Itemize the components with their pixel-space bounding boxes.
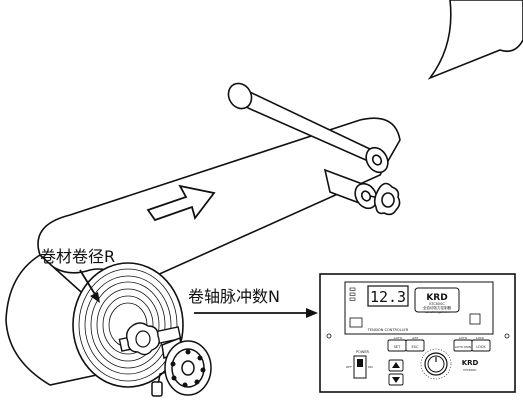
bottom-model: KTC800C — [463, 368, 476, 372]
svg-text:ESC: ESC — [412, 345, 419, 349]
encoder — [151, 336, 212, 397]
label-roll-radius: 卷材卷径R — [40, 247, 115, 266]
svg-text:A/M: A/M — [412, 336, 418, 340]
down-button[interactable] — [388, 373, 404, 386]
brand-logo: KRD — [426, 293, 447, 303]
svg-text:AUTO: AUTO — [394, 336, 403, 340]
digital-display — [367, 285, 409, 307]
winding-roll — [72, 262, 184, 388]
arrowhead-roll-radius — [90, 292, 100, 303]
guide-rollers — [227, 82, 401, 216]
brand-name-cn: 全自动张力控制器 — [423, 305, 451, 310]
key-auto-man[interactable]: AUTO AUTO MAN — [453, 336, 473, 352]
svg-text:POWER: POWER — [356, 350, 370, 354]
svg-text:AUTO: AUTO — [459, 336, 468, 340]
svg-text:LOCK: LOCK — [476, 345, 486, 349]
adjustment-knob[interactable] — [420, 348, 452, 380]
svg-text:ON: ON — [368, 365, 373, 369]
svg-text:OFF: OFF — [346, 365, 352, 369]
up-button[interactable] — [388, 359, 404, 372]
label-shaft-pulses: 卷轴脉冲数N — [188, 287, 280, 306]
brand-box — [414, 287, 460, 313]
status-leds — [349, 287, 356, 301]
key-set[interactable]: AUTO SET — [387, 336, 407, 352]
svg-text:AUTO MAN: AUTO MAN — [455, 345, 471, 349]
tension-controller: 12.3 KRD KTC800C 全自动张力控制器 www.kongzi.com… — [319, 273, 516, 393]
arrowhead-shaft-pulses — [306, 308, 318, 318]
arrow-roll-radius — [79, 269, 97, 297]
brand-url: www.kongzi.com — [424, 310, 449, 314]
svg-text:LOCK: LOCK — [476, 336, 485, 340]
brand-model: KTC800C — [429, 302, 445, 306]
svg-text:SET: SET — [394, 345, 401, 349]
direction-arrow — [146, 184, 216, 222]
key-esc[interactable]: A/M ESC — [405, 336, 425, 352]
panel-title: TENSION CONTROLLER — [367, 328, 409, 332]
key-lock[interactable]: LOCK LOCK — [471, 336, 491, 352]
power-switch[interactable]: POWER OFF ON — [346, 350, 373, 379]
bottom-brand: KRD — [462, 359, 479, 367]
display-value: 12.3 — [370, 288, 406, 306]
